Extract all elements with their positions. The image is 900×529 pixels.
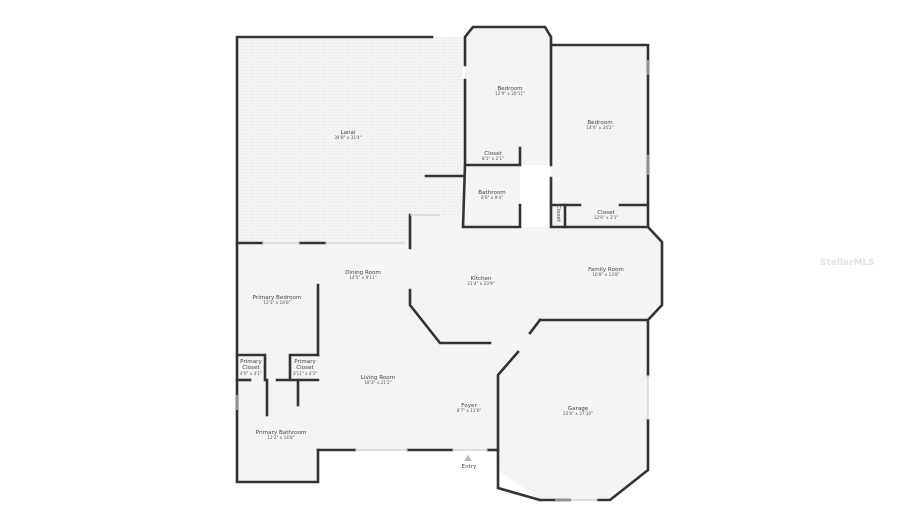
room-closet-small: Closet: [555, 204, 562, 222]
bedroom-1-floor: [465, 27, 551, 165]
garage-floor: [498, 320, 648, 500]
walls: [235, 25, 664, 502]
primary-suite-floor: [237, 243, 318, 482]
main-floor: [318, 215, 662, 450]
watermark: StellarMLS: [820, 258, 875, 268]
entry-arrow-icon: [464, 455, 472, 461]
entry-label: Entry: [461, 464, 477, 470]
bathroom-floor: [463, 165, 520, 227]
bedroom-2-floor: [551, 45, 648, 227]
floors: [237, 27, 662, 500]
windows: [236, 60, 649, 501]
lanai-floor: [237, 37, 463, 243]
